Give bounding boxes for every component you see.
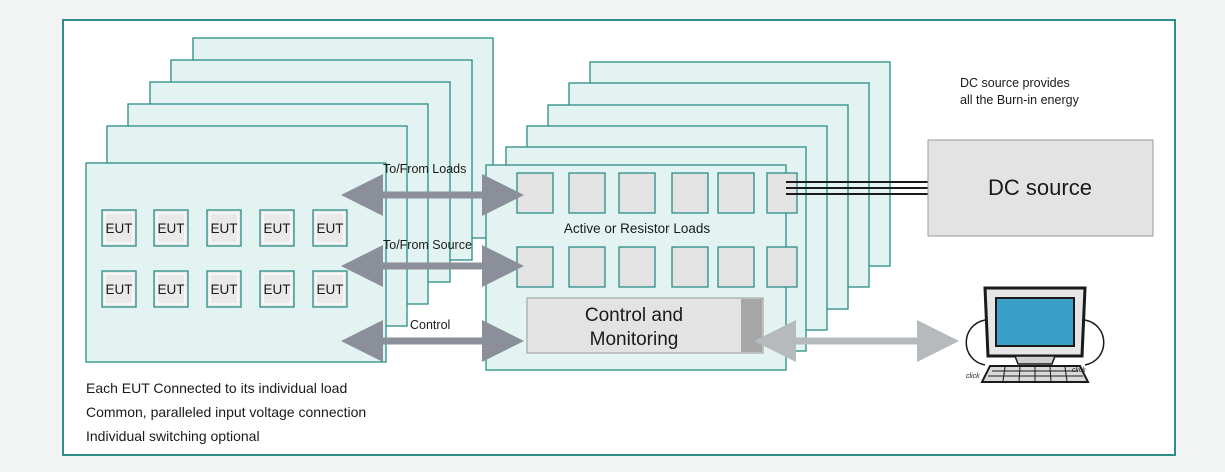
- to-from-source-label: To/From Source: [383, 238, 472, 252]
- dc-source-label: DC source: [988, 175, 1092, 200]
- eut-box-inner: [156, 273, 186, 305]
- load-module: [671, 172, 709, 214]
- dc-note-line-1: DC source provides: [960, 76, 1070, 90]
- left-cable: [965, 319, 986, 366]
- right-cable: [1084, 319, 1105, 366]
- eut-label: EUT: [158, 282, 185, 297]
- dc-bus-lines: [786, 181, 928, 195]
- eut-grid: EUT EUT EUT EUT EUT EUT EUT EUT EUT EUT: [101, 209, 348, 308]
- load-module: [717, 172, 755, 214]
- eut-label: EUT: [106, 282, 133, 297]
- click-label-right: click: [1072, 367, 1086, 374]
- link-arrows: [341, 174, 959, 362]
- dc-note-line-2: all the Burn-in energy: [960, 93, 1080, 107]
- eut-box-inner: [209, 212, 239, 244]
- load-module: [766, 246, 798, 288]
- load-board-stack: Control and Monitoring Active or Resisto…: [485, 61, 891, 371]
- monitor-screen: [995, 297, 1075, 347]
- eut-box-inner: [104, 273, 134, 305]
- eut-box-inner: [315, 212, 345, 244]
- load-module: [618, 246, 656, 288]
- control-monitoring-box: [526, 297, 764, 354]
- load-module: [568, 172, 606, 214]
- dc-source-box: [927, 139, 1154, 237]
- computer-icon: click click: [965, 280, 1105, 383]
- load-module: [618, 172, 656, 214]
- note-line-1: Each EUT Connected to its individual loa…: [86, 380, 347, 396]
- eut-label: EUT: [106, 221, 133, 236]
- control-label: Control: [410, 318, 450, 332]
- eut-board-front: [85, 162, 387, 363]
- eut-label: EUT: [317, 221, 344, 236]
- eut-label: EUT: [264, 282, 291, 297]
- load-grid: [516, 172, 798, 288]
- click-label-left: click: [966, 373, 980, 380]
- eut-label: EUT: [317, 282, 344, 297]
- eut-box-inner: [262, 212, 292, 244]
- eut-box-inner: [156, 212, 186, 244]
- eut-box-inner: [209, 273, 239, 305]
- active-loads-label: Active or Resistor Loads: [564, 221, 711, 236]
- eut-label: EUT: [211, 282, 238, 297]
- control-monitoring-line-1: Control and: [585, 305, 683, 326]
- load-module: [516, 246, 554, 288]
- load-module: [671, 246, 709, 288]
- eut-box-inner: [262, 273, 292, 305]
- note-line-3: Individual switching optional: [86, 428, 260, 444]
- load-module: [516, 172, 554, 214]
- eut-box-inner: [104, 212, 134, 244]
- note-line-2: Common, paralleled input voltage connect…: [86, 404, 366, 420]
- load-module: [717, 246, 755, 288]
- eut-board-stack: EUT EUT EUT EUT EUT EUT EUT EUT EUT EUT: [85, 37, 494, 363]
- load-module: [568, 246, 606, 288]
- eut-label: EUT: [211, 221, 238, 236]
- control-monitoring-side-strip: [741, 299, 762, 352]
- control-monitoring-line-2: Monitoring: [590, 329, 679, 350]
- eut-box-inner: [315, 273, 345, 305]
- eut-label: EUT: [264, 221, 291, 236]
- to-from-loads-label: To/From Loads: [383, 162, 466, 176]
- eut-label: EUT: [158, 221, 185, 236]
